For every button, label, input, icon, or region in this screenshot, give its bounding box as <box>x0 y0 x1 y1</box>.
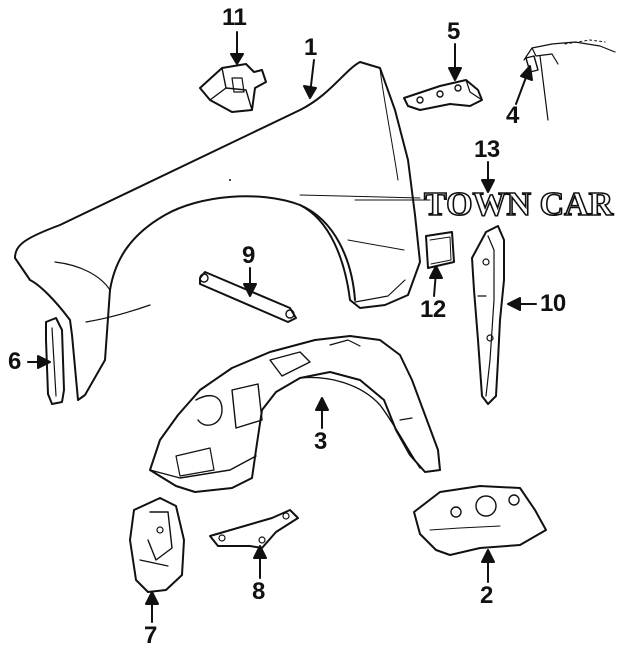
arrowhead-9 <box>243 283 257 297</box>
trim-part-6 <box>45 317 65 405</box>
callout-10: 10 <box>540 290 566 317</box>
callout-11: 11 <box>222 4 247 31</box>
arrowhead-4 <box>520 65 533 81</box>
callout-5: 5 <box>447 18 460 45</box>
callout-4: 4 <box>506 102 519 129</box>
bracket-part-7 <box>129 497 185 593</box>
callout-1: 1 <box>304 34 317 61</box>
arrowhead-6 <box>37 355 51 369</box>
leader-arrows <box>27 31 537 623</box>
rod-part-9 <box>199 271 297 323</box>
callout-7: 7 <box>144 622 157 649</box>
arrowhead-13 <box>481 179 495 193</box>
callout-8: 8 <box>252 578 265 605</box>
bracket-part-5 <box>403 79 483 111</box>
arrowhead-3 <box>315 397 329 411</box>
shield-part-2 <box>413 485 547 556</box>
callout-9: 9 <box>242 242 255 269</box>
callout-2: 2 <box>480 582 493 609</box>
arrowhead-12 <box>429 265 443 279</box>
arrowhead-2 <box>481 549 495 563</box>
arrowhead-11 <box>230 53 244 65</box>
bracket-part-8 <box>209 509 299 549</box>
callout-6: 6 <box>8 348 21 375</box>
fender-part-1 <box>14 61 421 401</box>
clip-part-4 <box>523 39 616 121</box>
callout-13: 13 <box>474 136 500 163</box>
liner-part-3 <box>149 335 441 493</box>
arrowhead-8 <box>253 545 267 559</box>
arrowhead-10 <box>507 297 521 311</box>
plate-part-12 <box>425 231 455 269</box>
arrowhead-7 <box>145 591 159 605</box>
callout-3: 3 <box>314 428 327 455</box>
callout-12: 12 <box>420 296 446 323</box>
town-car-emblem: TOWN CAR <box>423 186 614 223</box>
arrowhead-5 <box>448 67 462 81</box>
arrowhead-1 <box>303 85 317 99</box>
bracket-part-11 <box>199 63 267 113</box>
bracket-part-10 <box>471 225 505 405</box>
